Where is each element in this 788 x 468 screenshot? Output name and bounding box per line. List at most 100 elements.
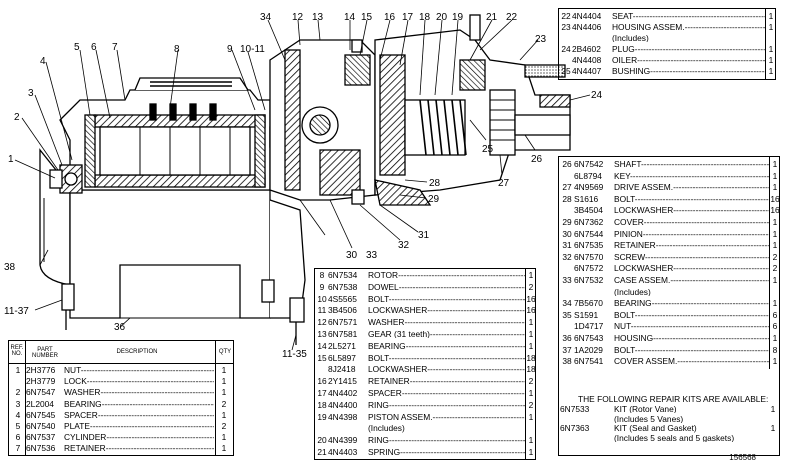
part-qty: 1 (772, 298, 778, 309)
part-ref: 36 (562, 333, 572, 343)
part-description: BOLT------------------------------------… (614, 345, 770, 354)
part-number: 4N4399 (328, 435, 358, 446)
callout-16: 16 (384, 12, 396, 23)
part-description: (Includes) (612, 34, 649, 43)
part-description: BEARING---------------------------------… (368, 341, 526, 351)
part-ref: 16 (317, 376, 327, 387)
callout-26: 26 (531, 154, 543, 165)
part-number: 4S5565 (328, 293, 357, 304)
part-description: PINION----------------------------------… (614, 229, 770, 238)
part-ref (560, 206, 574, 214)
part-number: 6N7572 (574, 263, 604, 274)
callout-8: 8 (174, 44, 180, 55)
part-qty: 16 (526, 305, 536, 316)
part-description: BEARING---------------------------------… (64, 399, 214, 408)
part-description: LOCKWASHER------------------------------… (614, 206, 770, 215)
part-qty: 6 (772, 309, 778, 320)
part-ref: 29 (562, 217, 572, 227)
part-qty: 1 (772, 182, 778, 193)
callout-3: 3 (28, 88, 34, 99)
part-number: 6N7534 (328, 270, 358, 280)
part-ref (10, 377, 26, 385)
callout-10-11: 10-11 (240, 44, 265, 55)
part-number: 6N7547 (26, 387, 56, 398)
callout-5: 5 (74, 42, 80, 53)
callout-14: 14 (344, 12, 356, 23)
header-description: DESCRIPTION (116, 349, 158, 355)
part-qty: 1 (528, 317, 534, 328)
part-ref: 3 (15, 398, 21, 409)
part-number: 6N7538 (328, 281, 358, 292)
callout-29: 29 (428, 194, 440, 205)
part-qty: 16 (526, 293, 536, 304)
callout-28: 28 (429, 178, 441, 189)
part-description: COVER-----------------------------------… (614, 218, 770, 227)
part-description: SPRING----------------------------------… (368, 448, 526, 457)
part-number: 4N4398 (328, 411, 358, 422)
part-description: (Includes) (368, 424, 405, 433)
part-description: NUT-------------------------------------… (614, 322, 770, 331)
parts-table-4 (558, 156, 780, 456)
part-description: KIT (Seal and Gasket) (614, 424, 697, 433)
part-number: 6N7542 (574, 159, 604, 169)
part-description: RING------------------------------------… (368, 400, 526, 410)
part-description: SPACER----------------------------------… (368, 389, 526, 398)
part-ref (560, 288, 574, 296)
callout-4: 4 (40, 56, 46, 67)
part-qty: 1 (770, 423, 776, 434)
part-ref (316, 365, 328, 373)
part-number: 6N7535 (574, 240, 604, 251)
part-number: 4N4403 (328, 447, 358, 457)
part-number: 6N7532 (574, 275, 604, 285)
part-number: 2L2004 (26, 398, 54, 409)
part-number: 6N7541 (574, 356, 604, 367)
part-description: RETAINER--------------------------------… (64, 444, 214, 453)
part-qty: 1 (772, 356, 778, 367)
part-qty: 1 (772, 217, 778, 227)
part-number: 6N7543 (574, 333, 604, 343)
callout-18: 18 (419, 12, 431, 23)
part-qty: 8 (772, 344, 778, 355)
parts-row: (Includes) (316, 424, 536, 432)
part-qty: 1 (221, 443, 227, 454)
callout-36: 36 (114, 322, 126, 333)
part-ref: 24 (561, 44, 571, 54)
callout-31: 31 (418, 230, 430, 241)
part-number: 6N7533 (560, 404, 590, 414)
part-qty: 1 (772, 333, 778, 343)
part-ref: 23 (561, 22, 571, 32)
part-qty: 1 (772, 159, 778, 169)
part-description: PLATE-----------------------------------… (64, 422, 214, 431)
part-number: 4N9569 (574, 182, 604, 193)
part-ref: 12 (317, 317, 327, 328)
part-description: BUSHING---------------------------------… (612, 67, 766, 76)
part-number: 3B4506 (328, 305, 357, 316)
part-qty: 1 (772, 275, 778, 285)
part-qty: 1 (768, 11, 774, 21)
part-qty: 1 (768, 22, 774, 32)
part-ref: 5 (15, 421, 21, 431)
part-description: KIT (Rotor Vane) (614, 405, 677, 414)
part-number (560, 415, 614, 423)
part-qty: 16 (770, 205, 780, 216)
part-qty: 6 (772, 321, 778, 332)
part-qty: 16 (770, 193, 780, 204)
part-description: BOLT------------------------------------… (368, 294, 526, 303)
